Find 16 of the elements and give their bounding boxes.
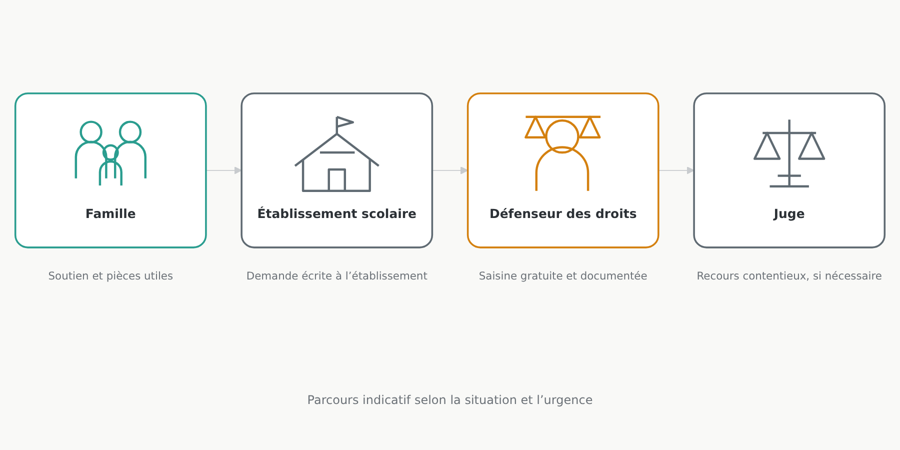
- step-label: Établissement scolaire: [257, 207, 416, 222]
- step-label: Famille: [85, 207, 136, 222]
- arrow: [658, 166, 694, 174]
- caption: Parcours indicatif selon la situation et l’urgence: [307, 393, 593, 407]
- step-caption: Demande écrite à l’établissement: [246, 270, 428, 282]
- step-label: Défenseur des droits: [489, 207, 637, 222]
- step-caption: Soutien et pièces utiles: [48, 270, 174, 282]
- arrow: [432, 166, 468, 174]
- step-box: [240, 92, 434, 248]
- step-caption: Saisine gratuite et documentée: [478, 270, 648, 282]
- step-box: [466, 92, 660, 248]
- step-caption: Recours contentieux, si nécessaire: [696, 270, 882, 282]
- arrow: [206, 166, 242, 174]
- step-box: [14, 92, 207, 248]
- step-label: Juge: [774, 207, 805, 222]
- step-box: [693, 92, 886, 248]
